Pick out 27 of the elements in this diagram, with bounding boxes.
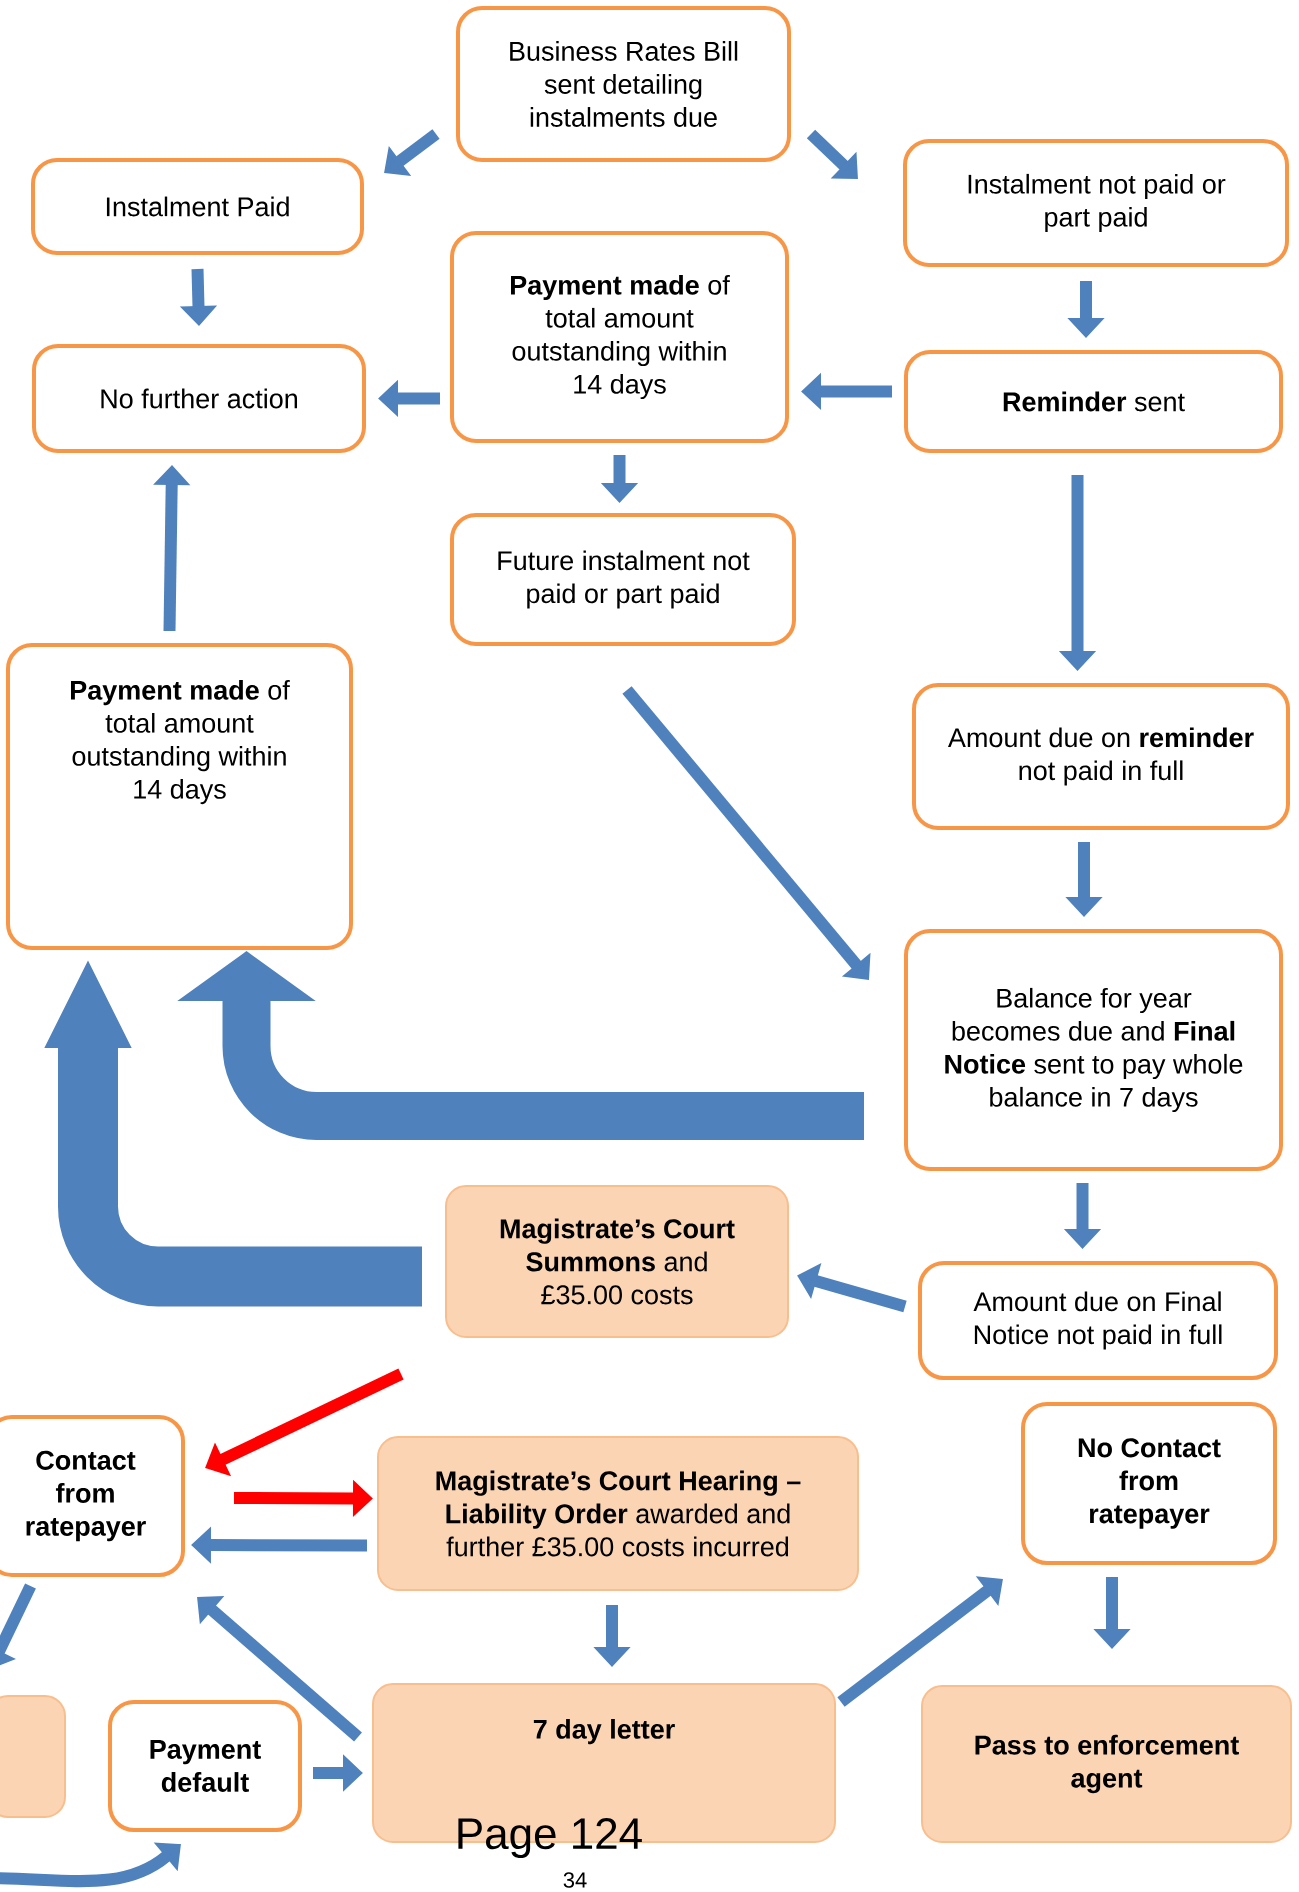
process-box: Instalment not paid or part paid	[903, 139, 1289, 267]
arrow	[384, 129, 440, 176]
arrow	[806, 129, 858, 179]
process-box: Payment made of total amount outstanding within 14 days	[450, 231, 789, 443]
process-box: Future instalment not paid or part paid	[450, 513, 796, 646]
process-box: Instalment Paid	[31, 158, 364, 255]
process-box: Payment default	[108, 1700, 302, 1832]
page-number: 34	[563, 1872, 587, 1888]
process-box: No Contact from ratepayer	[1021, 1402, 1277, 1565]
process-box: Magistrate’s Court Summons and £35.00 costs	[445, 1185, 789, 1338]
arrow	[0, 1842, 181, 1888]
process-box	[0, 1695, 66, 1818]
page-number: Page 124	[458, 1818, 642, 1858]
process-box: Balance for year becomes due and Final Notice sent to pay whole balance in 7 days	[904, 929, 1283, 1171]
arrow	[197, 1596, 362, 1742]
process-box: Payment made of total amount outstanding within 14 days	[6, 643, 353, 950]
process-box: Reminder sent	[904, 350, 1283, 453]
process-box: Business Rates Bill sent detailing instalments due	[456, 6, 791, 162]
process-box: Contact from ratepayer	[0, 1415, 185, 1577]
process-box: Magistrate’s Court Hearing – Liability Order awarded and further £35.00 costs incurred	[377, 1436, 859, 1591]
arrow	[837, 1576, 1003, 1707]
arrow	[205, 1368, 404, 1477]
process-box: Amount due on reminder not paid in full	[912, 683, 1290, 830]
process-box: Amount due on Final Notice not paid in full	[918, 1261, 1278, 1380]
process-box: No further action	[32, 344, 366, 453]
arrow	[622, 686, 871, 980]
process-box: Pass to enforcement agent	[921, 1685, 1292, 1843]
